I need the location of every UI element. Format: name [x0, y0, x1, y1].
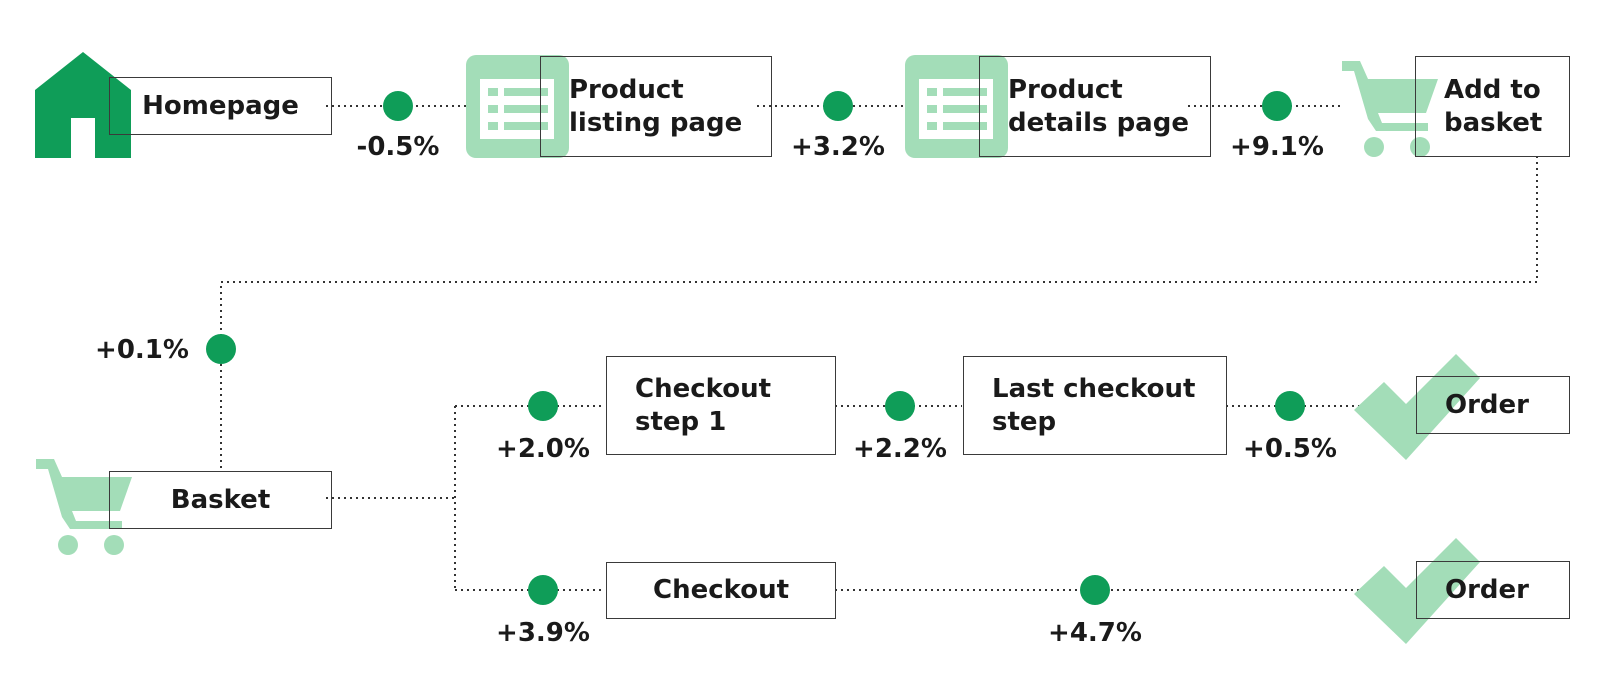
change-label: +4.7% — [1048, 618, 1142, 648]
node-label: Homepage — [142, 90, 299, 121]
change-label: +0.5% — [1243, 434, 1337, 464]
node-add-to-basket[interactable]: Add to basket — [1415, 56, 1570, 157]
change-dot — [885, 391, 915, 421]
change-label: +3.9% — [496, 618, 590, 648]
node-label: Checkout — [652, 575, 790, 605]
node-product-listing-page[interactable]: Product listing page — [540, 56, 772, 157]
change-dot — [823, 91, 853, 121]
list-page-icon — [905, 55, 1008, 158]
change-dot — [206, 334, 236, 364]
node-label: Product details page — [1008, 74, 1189, 138]
node-product-details-page[interactable]: Product details page — [979, 56, 1211, 157]
change-label: +2.0% — [496, 434, 590, 464]
node-order[interactable]: Order — [1416, 376, 1570, 434]
node-order[interactable]: Order — [1416, 561, 1570, 619]
change-label: +3.2% — [791, 132, 885, 162]
node-checkout[interactable]: Checkout — [606, 562, 836, 619]
change-dot — [383, 91, 413, 121]
node-label: Last checkout step — [992, 374, 1196, 437]
node-checkout-step-1[interactable]: Checkout step 1 — [606, 356, 836, 455]
checkmark-icon — [1354, 538, 1480, 644]
checkmark-icon — [1354, 354, 1480, 460]
node-label: Add to basket — [1444, 74, 1543, 138]
change-dot — [1262, 91, 1292, 121]
connector-line — [220, 156, 1538, 471]
change-dot — [1080, 575, 1110, 605]
node-basket[interactable]: Basket — [109, 471, 332, 529]
node-label: Checkout step 1 — [635, 374, 772, 437]
change-label: +0.1% — [95, 335, 189, 365]
change-dot — [528, 391, 558, 421]
list-page-icon — [466, 55, 569, 158]
node-label: Order — [1445, 389, 1529, 420]
node-last-checkout-step[interactable]: Last checkout step — [963, 356, 1227, 455]
change-dot — [1275, 391, 1305, 421]
change-dot — [528, 575, 558, 605]
node-label: Product listing page — [569, 74, 743, 138]
change-label: +9.1% — [1230, 132, 1324, 162]
node-label: Order — [1445, 574, 1529, 605]
node-homepage[interactable]: Homepage — [109, 77, 332, 135]
change-label: +2.2% — [853, 434, 947, 464]
home-icon — [35, 52, 131, 158]
node-label: Basket — [170, 484, 271, 515]
change-label: -0.5% — [356, 132, 440, 162]
shopping-cart-icon — [36, 459, 132, 555]
